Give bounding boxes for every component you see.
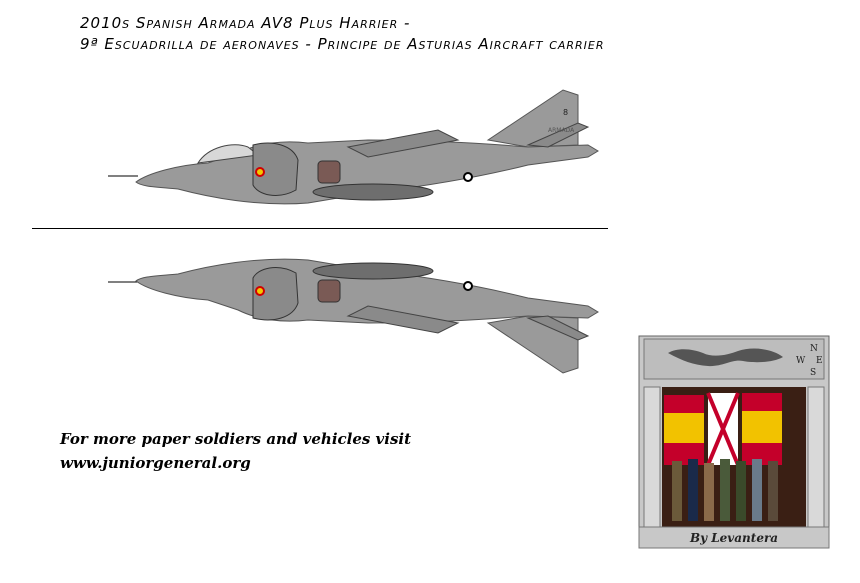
junior-general-logo: N W E S By Levantera	[638, 335, 830, 549]
roundel	[255, 167, 265, 177]
tail-armada-text: ARMADA	[548, 127, 575, 134]
title-line-2: 9ª Escuadrilla de aeronaves - Principe d…	[80, 35, 605, 53]
harrier-side-view-top: ARMADA 8	[108, 89, 599, 205]
compass-w: W	[796, 356, 806, 366]
tail-number: 8	[563, 108, 568, 117]
promo-url: www.juniorgeneral.org	[60, 454, 251, 472]
compass-n: N	[810, 344, 818, 354]
harrier-side-view-bottom	[108, 258, 599, 374]
logo-caption: By Levantera	[689, 531, 778, 545]
title-line-1: 2010s Spanish Armada AV8 Plus Harrier -	[80, 14, 411, 32]
divider-line	[32, 228, 608, 229]
compass-s: S	[810, 368, 816, 378]
compass-e: E	[816, 356, 823, 366]
promo-text: For more paper soldiers and vehicles vis…	[60, 430, 412, 448]
